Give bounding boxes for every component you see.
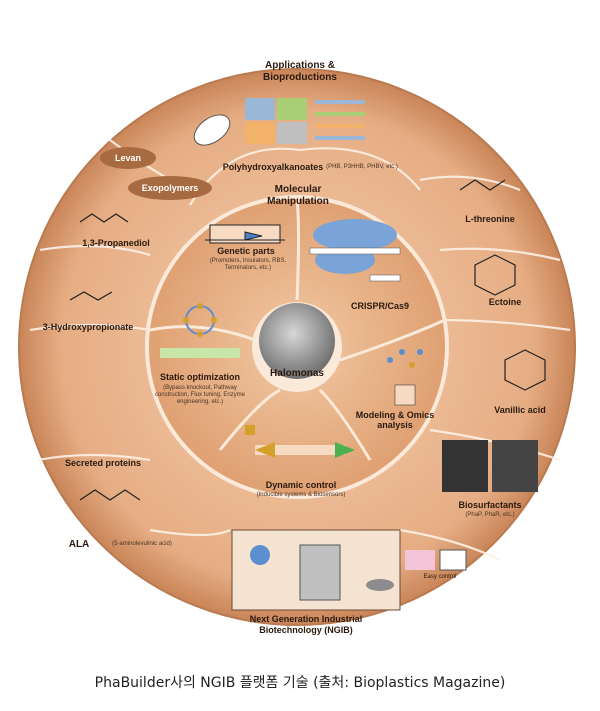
dynamic-control-panel <box>245 425 355 458</box>
ectoine-label: Ectoine <box>488 297 522 307</box>
ngib-panel <box>231 529 467 611</box>
ala-detail: (5-aminolevulinic acid) <box>112 541 172 547</box>
biosurfactants-detail: (PhaP, PhaR, etc.) <box>465 512 515 518</box>
modeling-panel <box>387 349 423 406</box>
biosurfactants-panel <box>442 440 538 492</box>
dynamic-control-title: Dynamic control <box>265 480 337 490</box>
genetic-parts-panel <box>205 224 285 244</box>
levan-pill <box>100 147 156 169</box>
applications-title: Applications & Bioproductions <box>263 60 337 83</box>
hydroxypropionate-label: 3-Hydroxypropionate <box>42 322 134 332</box>
propanediol-label: 1,3-Propanediol <box>82 238 150 248</box>
static-optimization-panel <box>160 303 240 358</box>
inner-segment-dividers <box>149 196 446 461</box>
molecular-manipulation-title: Molecular Manipulation <box>267 184 329 207</box>
crispr-title: CRISPR/Cas9 <box>350 301 410 311</box>
pha-title: Polyhydroxyalkanoates <box>222 162 324 172</box>
dynamic-control-detail: (Inducible systems & Biosensors) <box>256 492 346 498</box>
outer-segment-dividers <box>29 139 571 561</box>
levan-label: Levan <box>114 153 141 163</box>
genetic-parts-title: Genetic parts <box>217 246 275 256</box>
crispr-panel <box>309 219 401 282</box>
halomonas-image <box>259 303 335 379</box>
vanillic-label: Vanillic acid <box>494 405 546 415</box>
static-optimization-title: Static optimization <box>159 372 240 382</box>
ala-label: ALA <box>68 539 90 550</box>
exopolymers-pill <box>128 176 212 200</box>
easy-control-label: Easy control <box>423 574 457 580</box>
figure-caption: PhaBuilder사의 NGIB 플랫폼 기술 (출처: Bioplastic… <box>94 675 506 691</box>
modeling-title: Modeling & Omics analysis <box>355 410 435 430</box>
molecule-glyphs <box>69 179 546 501</box>
exopolymers-label: Exopolymers <box>141 183 199 193</box>
biosurfactants-label: Biosurfactants <box>458 500 522 510</box>
static-optimization-detail: (Bypass knockout, Pathway construction, … <box>154 385 246 405</box>
threonine-label: L-threonine <box>465 214 515 224</box>
pha-detail: (PHB, P3HHB, PHBV, etc.) <box>326 164 398 170</box>
genetic-parts-detail: (Promoters, Insulators, RBS, Terminators… <box>209 258 287 271</box>
secreted-proteins-label: Secreted proteins <box>64 458 142 468</box>
pha-panel <box>193 98 365 146</box>
ngib-label: Next Generation Industrial Biotechnology… <box>249 614 363 635</box>
halomonas-label: Halomonas <box>270 368 324 379</box>
